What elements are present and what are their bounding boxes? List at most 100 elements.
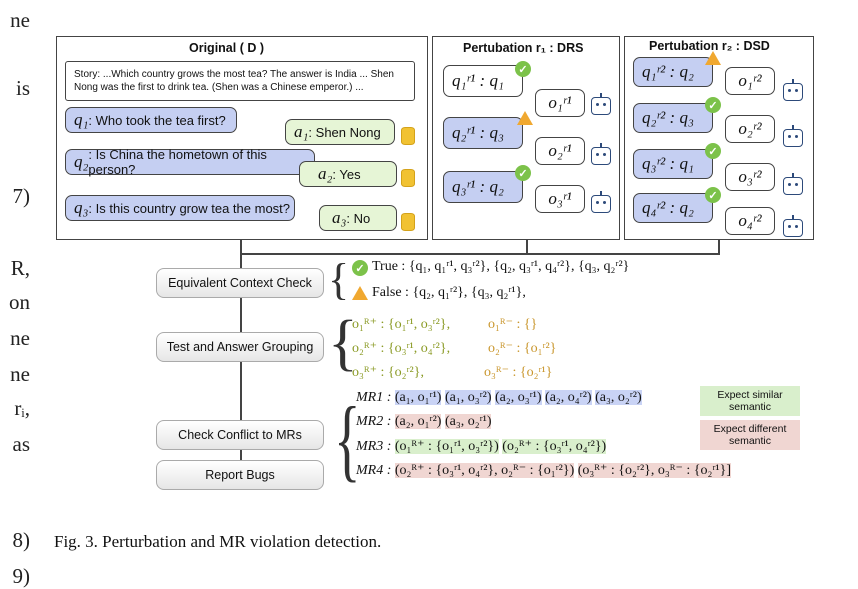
group-plus-1: o₁ᴿ⁺ : {o₁ʳ¹, o₃ʳ²}, [352,317,451,332]
mr2-row: MR2 : (a₂, o₁ʳ²) (a₃, o₂ʳ¹) [356,414,492,430]
mr1-part: (a₁, o₁ʳ¹) [394,390,442,405]
left-fragment: ne [10,362,30,386]
drs-question-1: q₁ʳ¹ : q₁ [443,65,523,97]
a1-text: : Shen Nong [308,124,381,140]
connector-line [240,240,242,254]
step-test-and-answer-grouping: Test and Answer Grouping [156,332,324,362]
flow-line [240,362,242,420]
mr3-label: MR3 : [356,439,392,454]
question-bubble-q2: q₂ : Is China the hometown of this perso… [65,147,315,177]
left-fragment: on [9,290,30,314]
robot-icon [591,191,611,213]
mr4-part: (o₃ᴿ⁺ : {o₂ʳ²}, o₃ᴿ⁻ : {o₂ʳ¹}] [577,463,731,478]
context-false-text: False : {q₂, q₁ʳ²}, {q₃, q₂ʳ¹}, [372,285,526,300]
warning-icon [705,51,721,65]
panel-dsd: Pertubation r₂ : DSD q₁ʳ² : q₂ o₁ʳ² q₂ʳ²… [624,36,814,240]
mr3-part: (o₂ᴿ⁺ : {o₃ʳ¹, o₄ʳ²}) [502,439,607,454]
group-minus-2: o₂ᴿ⁻ : {o₁ʳ²} [488,341,557,356]
q3-text: : Is this country grow tea the most? [88,200,291,216]
mr2-part: (a₃, o₂ʳ¹) [444,414,492,429]
mr4-row: MR4 : (o₂ᴿ⁺ : {o₃ʳ¹, o₄ʳ²}, o₂ᴿ⁻ : {o₁ʳ²… [356,462,731,479]
dsd-output-2: o₂ʳ² [725,115,775,143]
q1-label: q₁ [74,110,89,129]
mr4-label: MR4 : [356,463,392,478]
brace: { [328,309,358,377]
mr4-part: (o₂ᴿ⁺ : {o₃ʳ¹, o₄ʳ²}, o₂ᴿ⁻ : {o₁ʳ²}) [394,463,575,478]
brace: { [334,388,361,490]
panel-drs: Pertubation r₁ : DRS q₁ʳ¹ : q₁ ✓ o₁ʳ¹ q₂… [432,36,620,240]
left-fragment: as [12,432,31,456]
flow-line [240,448,242,460]
a1-label: a₁ [294,122,309,141]
a3-text: : No [346,210,371,226]
flow-line [240,298,242,334]
answer-bubble-a3: a₃ : No [319,205,397,231]
connector-line [526,240,528,254]
panel-original: Original ( D ) Story: ...Which country g… [56,36,428,240]
legend-similar-text: Expect similar semantic [717,389,783,413]
robot-icon [591,143,611,165]
dsd-question-4: q₄ʳ² : q₂ [633,193,713,223]
left-fragment: ne [10,326,30,350]
dsd-output-4: o₄ʳ² [725,207,775,235]
flow-line [240,254,242,268]
robot-icon [783,125,803,147]
left-fragment: 9) [12,564,31,588]
brace: { [328,255,350,304]
drs-question-3: q₃ʳ¹ : q₂ [443,171,523,203]
mr1-part: (a₂, o₄ʳ²) [545,390,592,405]
drs-output-2: o₂ʳ¹ [535,137,585,165]
check-icon: ✓ [705,187,721,203]
check-icon: ✓ [705,143,721,159]
connector-line [240,253,720,255]
check-icon: ✓ [352,260,368,276]
drs-question-2: q₂ʳ¹ : q₃ [443,117,523,149]
mr2-label: MR2 : [356,414,392,429]
left-fragment: 8) [12,528,31,552]
check-icon: ✓ [515,61,531,77]
dsd-question-3: q₃ʳ² : q₁ [633,149,713,179]
database-icon [401,169,415,187]
legend-different: Expect different semantic [700,420,800,450]
drs-output-1: o₁ʳ¹ [535,89,585,117]
q3-label: q₃ [74,198,89,217]
mr3-row: MR3 : (o₁ᴿ⁺ : {o₁ʳ¹, o₃ʳ²}) (o₂ᴿ⁺ : {o₃ʳ… [356,438,607,455]
story-text: Story: ...Which country grows the most t… [74,69,394,93]
left-fragment: ne [10,8,30,32]
left-fragment: R, [10,256,30,280]
panel-original-title: Original ( D ) [189,41,264,55]
left-fragment: rᵢ, [14,396,30,420]
answer-bubble-a2: a₂ : Yes [299,161,397,187]
warning-icon [517,111,533,125]
step-report-bugs: Report Bugs [156,460,324,490]
left-fragment: 7) [12,184,31,208]
robot-icon [591,93,611,115]
drs-output-3: o₃ʳ¹ [535,185,585,213]
dsd-output-3: o₃ʳ² [725,163,775,191]
group-minus-1: o₁ᴿ⁻ : {} [488,317,538,332]
panel-dsd-title: Pertubation r₂ : DSD [649,39,770,53]
answer-bubble-a1: a₁ : Shen Nong [285,119,395,145]
robot-icon [783,215,803,237]
mr1-part: (a₁, o₃ʳ²) [444,390,492,405]
connector-line [718,240,720,254]
a3-label: a₃ [332,208,347,227]
story-box: Story: ...Which country grows the most t… [65,61,415,101]
mr1-row: MR1 : (a₁, o₁ʳ¹) (a₁, o₃ʳ²) (a₂, o₃ʳ¹) (… [356,390,642,406]
q2-text: : Is China the hometown of this person? [88,147,267,177]
warning-icon [352,286,368,300]
check-icon: ✓ [705,97,721,113]
group-minus-3: o₃ᴿ⁻ : {o₂ʳ¹} [484,365,553,380]
left-fragment: is [15,76,30,100]
panel-drs-title: Pertubation r₁ : DRS [463,41,584,55]
dsd-question-1: q₁ʳ² : q₂ [633,57,713,87]
dsd-question-2: q₂ʳ² : q₃ [633,103,713,133]
check-icon: ✓ [515,165,531,181]
mr2-part: (a₂, o₁ʳ²) [394,414,442,429]
mr1-label: MR1 : [356,390,392,405]
dsd-output-1: o₁ʳ² [725,67,775,95]
mr3-part: (o₁ᴿ⁺ : {o₁ʳ¹, o₃ʳ²}) [394,439,499,454]
group-plus-3: o₃ᴿ⁺ : {o₂ʳ²}, [352,365,424,380]
question-bubble-q1: q₁ : Who took the tea first? [65,107,237,133]
mr1-part: (a₂, o₃ʳ¹) [494,390,542,405]
